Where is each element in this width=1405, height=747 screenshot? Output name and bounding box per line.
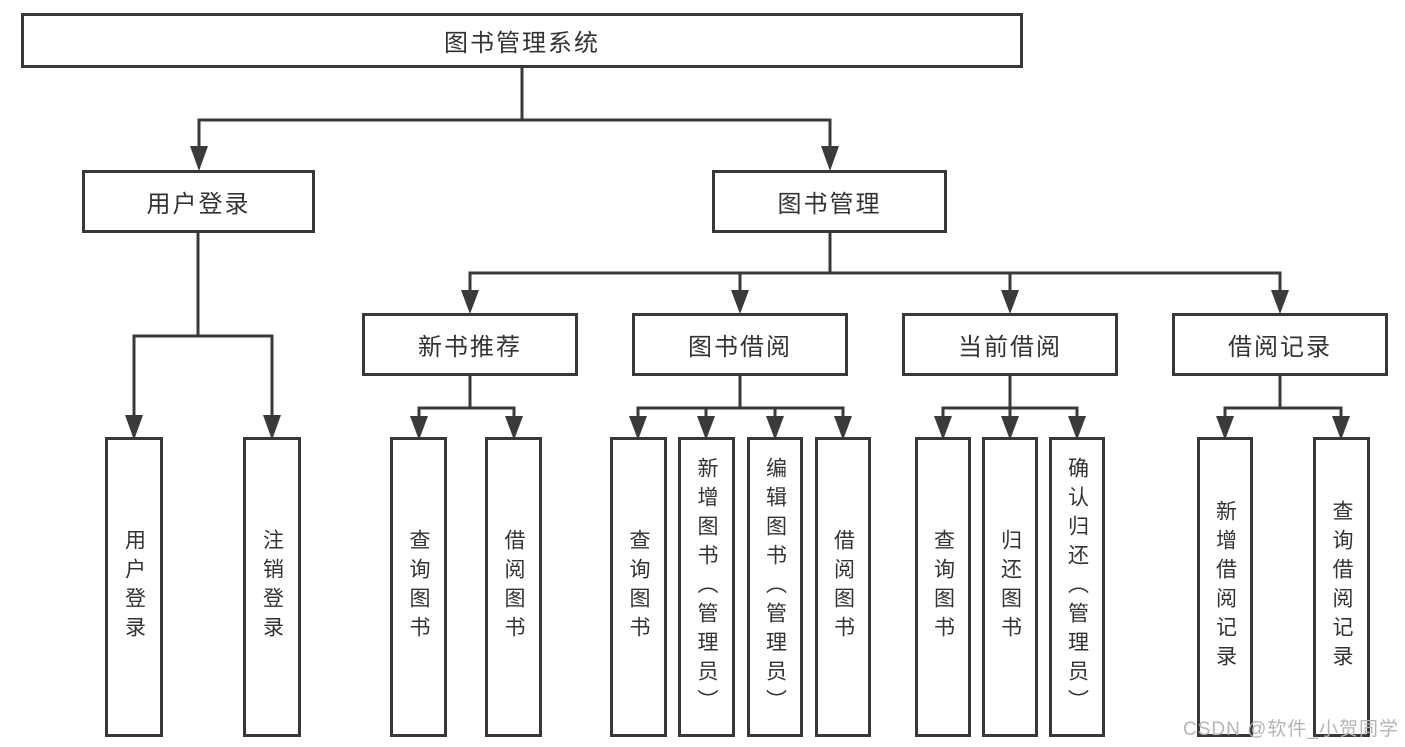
node-label: 借阅记录 (1228, 334, 1332, 361)
leaf-label: 新增图书（管理员） (695, 456, 718, 718)
connector-book-management-to-level3 (468, 233, 1282, 293)
leaf-label: 借阅图书 (502, 529, 525, 645)
node-user-login: 用户登录 (82, 170, 315, 233)
connector-book-borrow-to-leaves (636, 376, 845, 420)
node-label: 用户登录 (146, 191, 251, 218)
node-library-system: 图书管理系统 (21, 13, 1023, 68)
leaf-borrow-books: 借阅图书 (815, 437, 871, 737)
leaf-label: 查询图书 (931, 529, 955, 645)
leaf-user-login: 用户登录 (105, 437, 163, 737)
node-label: 图书管理 (777, 191, 882, 218)
leaf-label: 查询图书 (407, 529, 430, 645)
leaf-label: 注销登录 (260, 529, 284, 645)
node-label: 图书借阅 (688, 334, 792, 361)
csdn-watermark: CSDN @软件_小贺同学 (1183, 719, 1399, 740)
connector-borrow-records-to-leaves (1223, 376, 1343, 420)
leaf-add-books-admin: 新增图书（管理员） (678, 437, 735, 737)
leaf-query-books: 查询图书 (915, 437, 971, 737)
leaf-label: 用户登录 (122, 529, 146, 645)
leaf-label: 归还图书 (998, 529, 1022, 645)
connector-root-to-level2 (197, 67, 832, 150)
leaf-label: 查询图书 (627, 529, 650, 645)
node-new-book-recommendation: 新书推荐 (362, 313, 578, 376)
leaf-confirm-return-admin: 确认归还（管理员） (1049, 437, 1105, 737)
connector-current-borrow-to-leaves (941, 376, 1079, 420)
leaf-label: 确认归还（管理员） (1065, 456, 1089, 718)
leaf-label: 新增借阅记录 (1213, 500, 1237, 674)
leaf-query-borrow-record: 查询借阅记录 (1313, 437, 1370, 737)
leaf-edit-books-admin: 编辑图书（管理员） (747, 437, 803, 737)
leaf-logout-login: 注销登录 (243, 437, 301, 737)
leaf-borrow-books: 借阅图书 (485, 437, 542, 737)
leaf-add-borrow-record: 新增借阅记录 (1197, 437, 1253, 737)
connector-new-book-to-leaves (417, 376, 516, 420)
arrowheads-book-management-to-level3 (461, 290, 1289, 314)
leaf-label: 编辑图书（管理员） (763, 456, 787, 718)
node-label: 图书管理系统 (444, 30, 600, 57)
node-current-borrowing: 当前借阅 (902, 313, 1118, 376)
leaf-label: 借阅图书 (831, 529, 855, 645)
connector-user-login-to-leaves (132, 233, 274, 420)
node-book-management: 图书管理 (712, 170, 947, 233)
node-book-borrowing: 图书借阅 (632, 313, 848, 376)
arrowheads-root-to-level2 (190, 146, 839, 171)
leaf-return-books: 归还图书 (982, 437, 1038, 737)
leaf-query-books: 查询图书 (610, 437, 667, 737)
node-borrowing-records: 借阅记录 (1172, 313, 1388, 376)
node-label: 新书推荐 (418, 334, 522, 361)
node-label: 当前借阅 (958, 334, 1062, 361)
leaf-query-books: 查询图书 (390, 437, 447, 737)
leaf-label: 查询借阅记录 (1330, 500, 1353, 674)
